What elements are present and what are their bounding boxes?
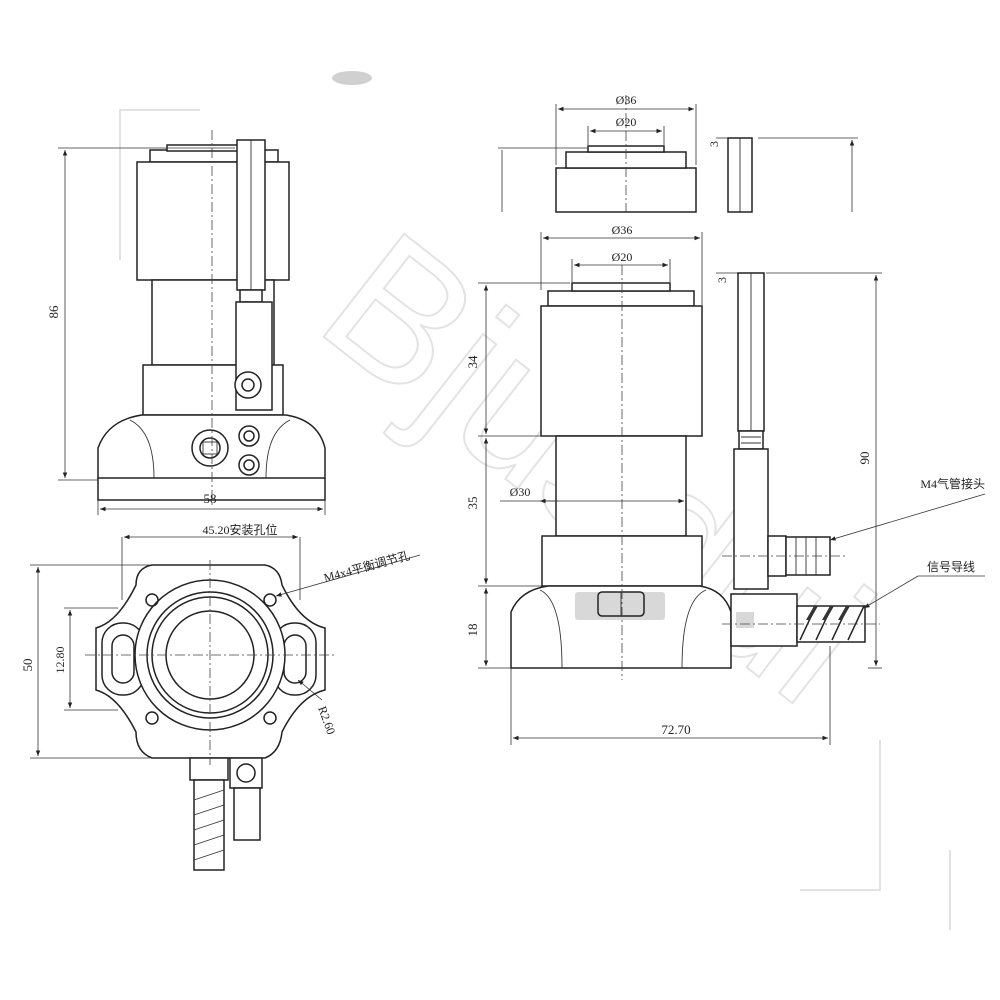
bottom-view	[30, 534, 421, 871]
upper-height-label: 34	[465, 355, 480, 369]
cap-inner-label: Ø20	[616, 115, 637, 129]
front-width-label: 58	[204, 491, 217, 506]
base-height-label: 18	[465, 624, 480, 637]
slot-width-label: 12.80	[53, 647, 67, 674]
air-fitting-label: M4气管接头	[920, 476, 985, 491]
middle-height-label: 35	[465, 497, 480, 510]
total-width-label: 72.70	[661, 722, 690, 737]
front-view	[58, 130, 326, 515]
stroke-mark: 3	[715, 277, 729, 283]
top-outer-label: Ø36	[612, 223, 633, 237]
side-view-main	[478, 232, 986, 745]
radius-label: R2.60	[315, 704, 338, 736]
side-view-top-snippet	[498, 95, 858, 213]
total-height-label: 90	[857, 452, 872, 465]
cap-outer-label: Ø36	[616, 93, 637, 107]
mount-spacing-label: 45.20安装孔位	[202, 522, 277, 537]
grip-artifact	[332, 71, 372, 85]
front-height-label: 86	[46, 305, 61, 319]
stroke-mark-top: 3	[707, 141, 721, 147]
top-inner-label: Ø20	[612, 250, 633, 264]
watermark-frame	[119, 109, 951, 930]
body-diameter-label: Ø30	[510, 485, 531, 499]
bottom-height-label: 50	[20, 659, 35, 672]
signal-wire-label: 信号导线	[927, 560, 975, 574]
balance-hole-label: M4x4平衡调节孔	[322, 548, 411, 584]
